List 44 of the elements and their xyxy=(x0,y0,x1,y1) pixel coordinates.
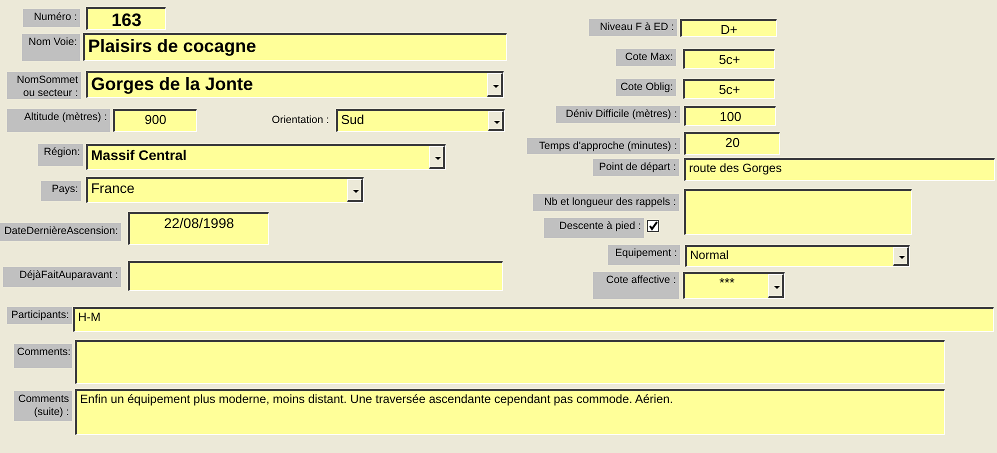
field-label: Cote Oblig: xyxy=(616,79,676,96)
input-field: H-M xyxy=(73,307,994,332)
dropdown-field: France xyxy=(86,177,364,203)
input-field: 100 xyxy=(684,106,776,126)
dropdown-field: Gorges de la Jonte xyxy=(86,71,504,98)
input-field: 163 xyxy=(86,7,166,30)
field-label: Numéro : xyxy=(23,9,80,27)
input-field xyxy=(128,261,503,291)
field-label: Nom Voie: xyxy=(22,34,80,61)
field-label: Equipement : xyxy=(608,245,680,265)
input-field xyxy=(684,189,912,235)
field-label: Orientation : xyxy=(270,113,330,128)
field-label: Niveau F à ED : xyxy=(589,19,677,36)
field-label: Cote affective : xyxy=(593,272,679,299)
field-label: Comments (suite) : xyxy=(14,391,72,421)
field-label: Point de départ : xyxy=(593,159,679,176)
field-label: Région: xyxy=(38,144,83,166)
input-field xyxy=(75,340,945,384)
field-label: Comments: xyxy=(14,344,72,368)
field-label: Descente à pied : xyxy=(544,218,644,238)
field-label: NomSommet ou secteur : xyxy=(7,72,81,99)
field-label: Pays: xyxy=(41,181,81,201)
checkbox xyxy=(647,220,659,232)
field-label: Temps d'approche (minutes) : xyxy=(527,138,680,154)
field-label: DéjàFaitAuparavant : xyxy=(3,267,121,287)
field-label: Altitude (mètres) : xyxy=(7,109,110,132)
field-label: Participants: xyxy=(7,307,72,324)
input-field: 900 xyxy=(113,109,197,132)
input-field: route des Gorges xyxy=(684,158,995,181)
field-label: Nb et longueur des rappels : xyxy=(533,194,679,211)
dropdown-field: *** xyxy=(683,272,785,299)
dropdown-field: Normal xyxy=(685,245,910,267)
field-label: DateDernièreAscension: xyxy=(0,223,121,241)
input-field: D+ xyxy=(680,19,777,37)
field-label: Cote Max: xyxy=(616,49,676,66)
input-field: Enfin un équipement plus moderne, moins distant. Une traversée ascendante cependant pas commode. Aérien. xyxy=(75,389,945,435)
dropdown-field: Massif Central xyxy=(86,144,446,170)
input-field: 5c+ xyxy=(683,49,775,69)
input-field: Plaisirs de cocagne xyxy=(83,33,507,61)
input-field: 5c+ xyxy=(683,79,775,99)
dropdown-field: Sud xyxy=(336,109,505,132)
input-field: 20 xyxy=(684,132,780,155)
input-field: 22/08/1998 xyxy=(128,212,269,245)
field-label: Déniv Difficile (mètres) : xyxy=(556,106,680,123)
